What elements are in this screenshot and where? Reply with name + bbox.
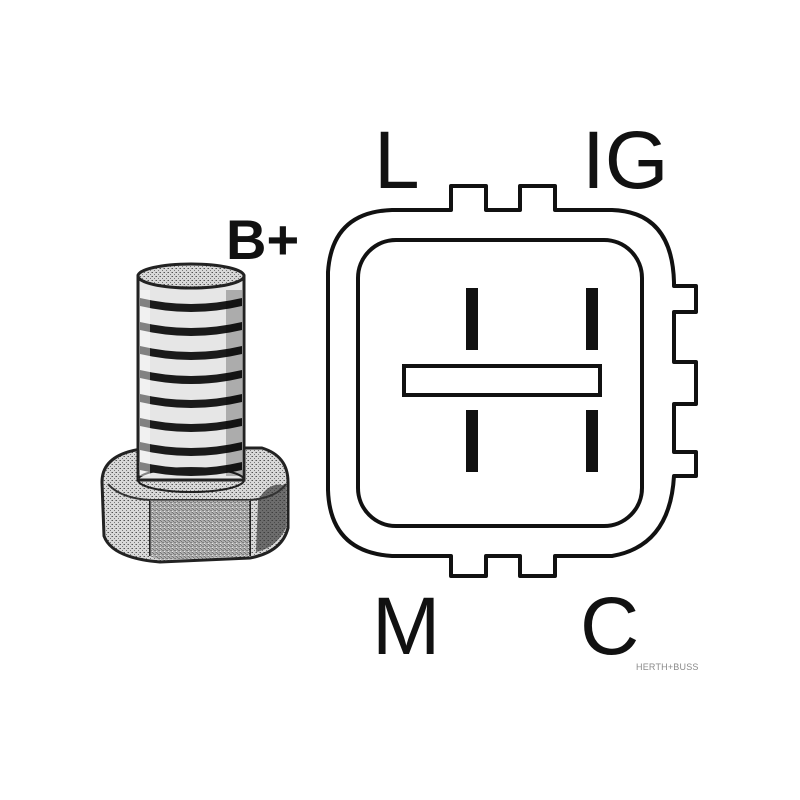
connector-pins: [466, 288, 598, 472]
bolt-threaded-shaft: [136, 262, 246, 493]
pin-c: [586, 410, 598, 472]
label-b-plus: B+: [226, 208, 300, 271]
label-ig: IG: [582, 115, 669, 206]
connector-inner-cavity: [356, 238, 644, 528]
bolt-terminal: [100, 262, 290, 564]
connector-center-bar: [402, 364, 602, 397]
label-m: M: [372, 581, 441, 672]
label-l: L: [374, 115, 420, 206]
watermark: HERTH+BUSS: [636, 662, 699, 672]
label-c: C: [580, 581, 640, 672]
bolt-threads: [140, 298, 242, 476]
pin-ig: [586, 288, 598, 350]
connector-outer-shell: [326, 184, 698, 578]
pin-l: [466, 288, 478, 350]
pin-m: [466, 410, 478, 472]
connector-housing: [326, 184, 698, 578]
